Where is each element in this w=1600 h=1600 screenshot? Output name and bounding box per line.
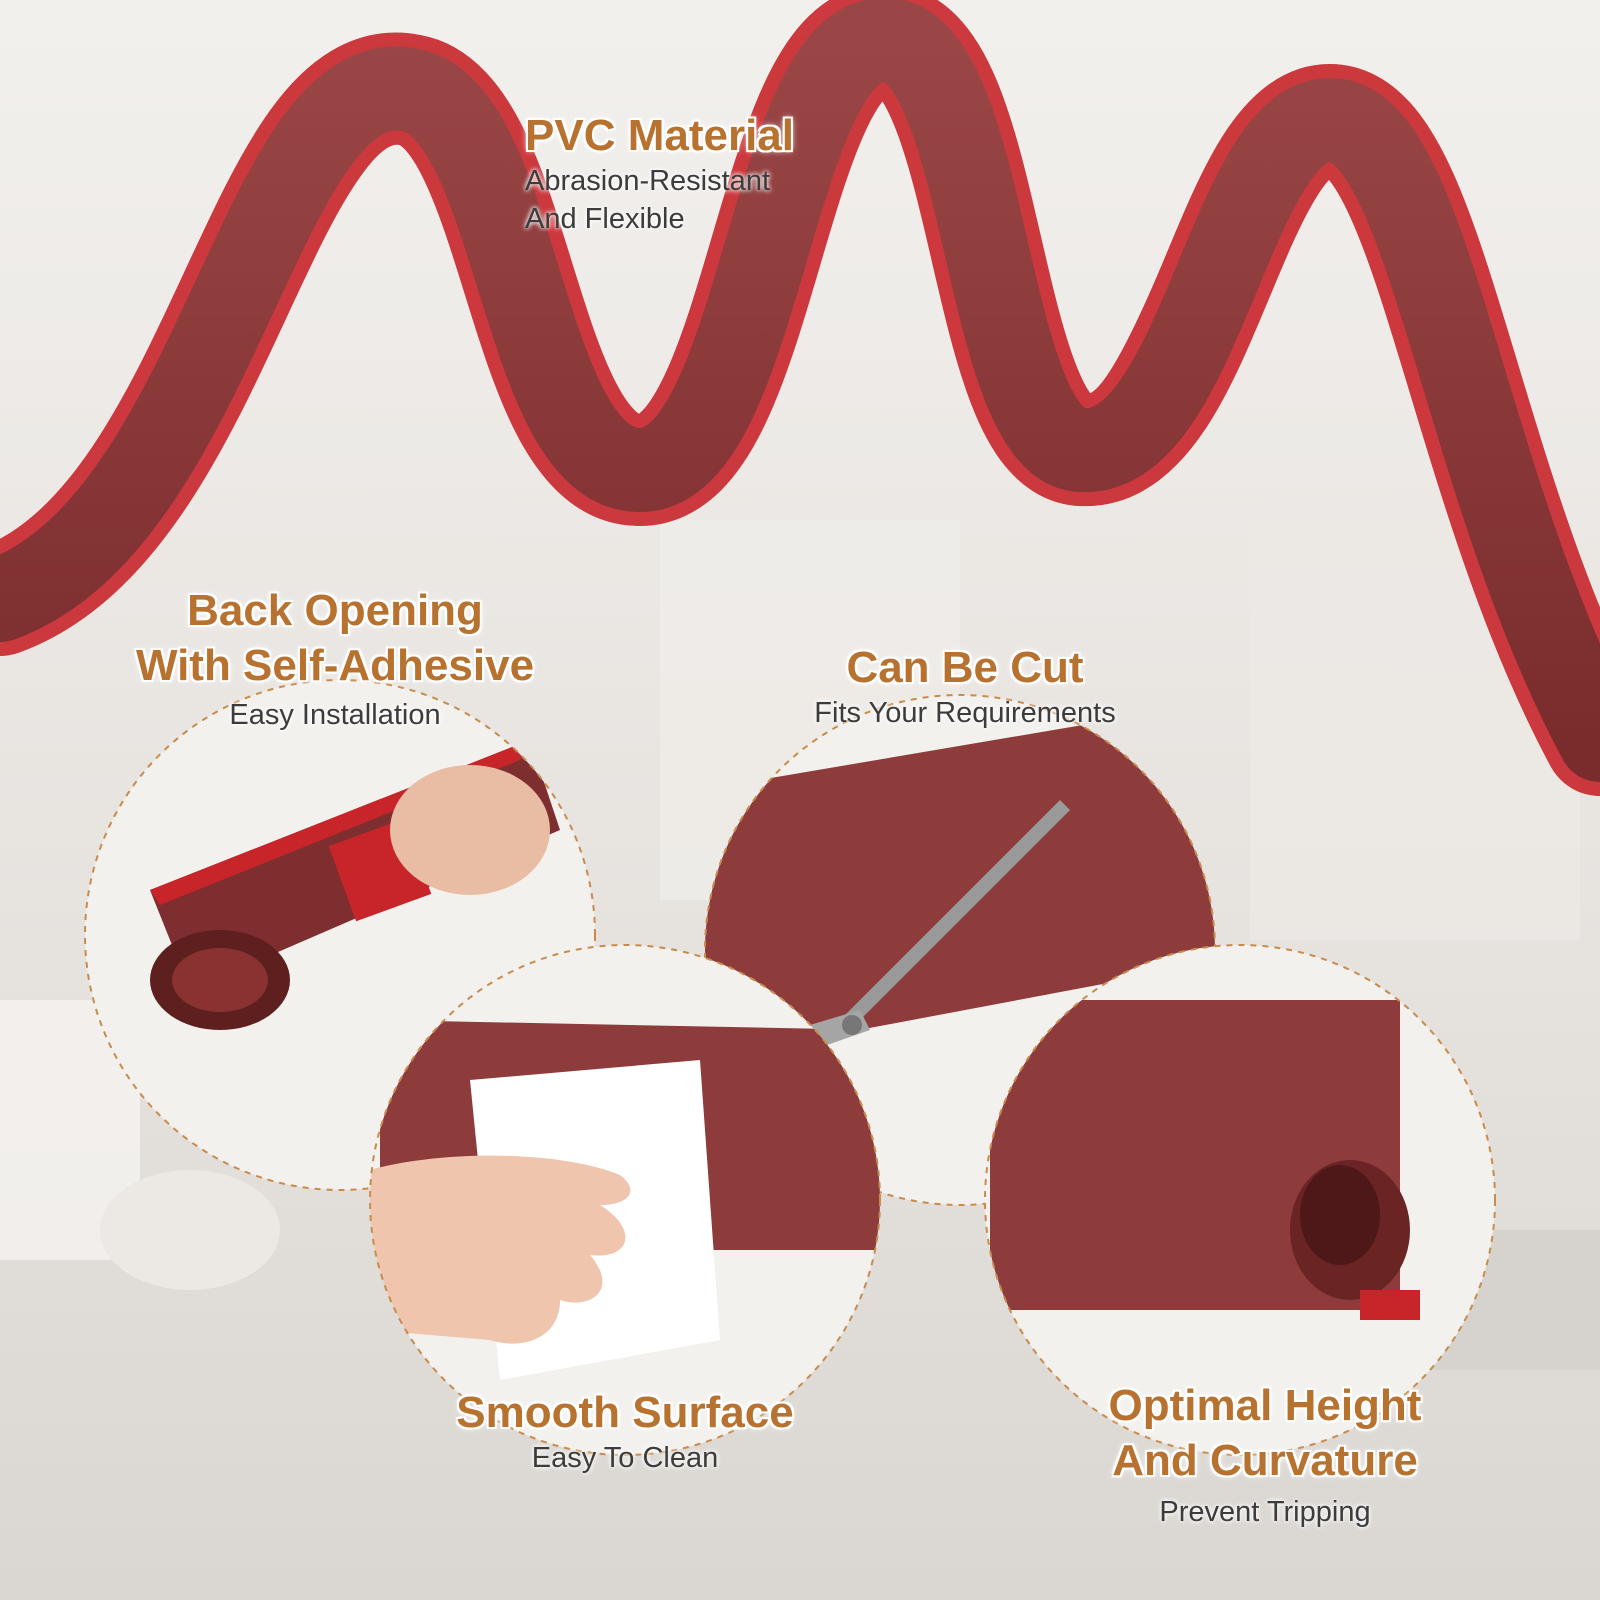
smooth-surface-title: Smooth Surface [456,1388,794,1437]
optimal-height-circle [984,944,1496,1456]
optimal-subtitle: Prevent Tripping [1159,1496,1371,1528]
can-be-cut-title: Can Be Cut [846,643,1084,692]
feature-smooth-surface: Smooth Surface Easy To Clean [425,1385,825,1478]
hand-icon [370,1155,631,1344]
pvc-subtitle-line-1: Abrasion-Resistant [525,165,770,197]
optimal-title-line-1: Optimal Height [1108,1381,1422,1430]
feature-back-opening: Back Opening With Self-Adhesive Easy Ins… [110,583,560,735]
smooth-surface-subtitle: Easy To Clean [531,1442,719,1474]
back-opening-title-line-2: With Self-Adhesive [135,641,535,690]
pvc-title: PVC Material [525,111,794,160]
feature-can-be-cut: Can Be Cut Fits Your Requirements [765,640,1165,733]
feature-optimal-height: Optimal Height And Curvature Prevent Tri… [1055,1378,1475,1532]
finger-icon [390,765,550,895]
optimal-title-line-2: And Curvature [1112,1436,1418,1485]
smooth-surface-circle [369,944,881,1456]
feature-pvc-material: PVC Material Abrasion-Resistant And Flex… [525,108,825,238]
back-opening-circle [84,679,596,1191]
can-be-cut-subtitle: Fits Your Requirements [814,697,1116,729]
back-opening-title-line-1: Back Opening [187,586,483,635]
back-opening-subtitle: Easy Installation [229,699,441,731]
pvc-subtitle-line-2: And Flexible [525,202,685,235]
spiral-strip [0,0,1600,796]
